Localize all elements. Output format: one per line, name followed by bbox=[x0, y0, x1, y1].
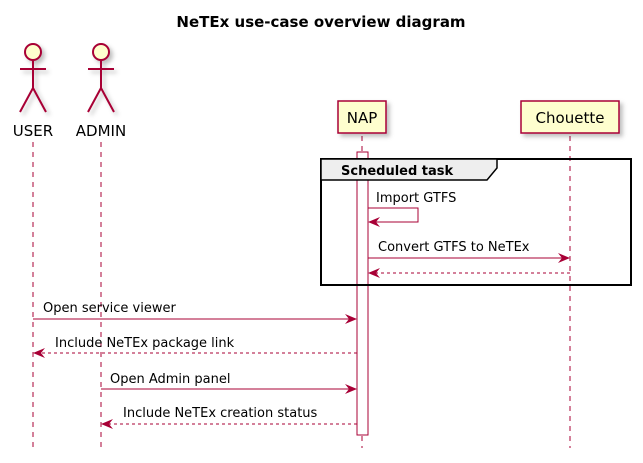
actor-user-head bbox=[24, 43, 42, 61]
message-label-convert-gtfs: Convert GTFS to NeTEx bbox=[378, 240, 530, 255]
actor-user bbox=[19, 43, 47, 113]
actor-admin bbox=[87, 43, 115, 113]
participant-chouette-label: Chouette bbox=[536, 109, 605, 127]
message-label-open-service-viewer: Open service viewer bbox=[43, 301, 176, 316]
participant-nap-label: NAP bbox=[347, 109, 378, 127]
message-label-include-creation-status: Include NeTEx creation status bbox=[123, 406, 318, 421]
group-label: Scheduled task bbox=[341, 164, 454, 179]
actor-admin-head bbox=[92, 43, 110, 61]
group-tab bbox=[320, 158, 498, 181]
message-label-import-gtfs: Import GTFS bbox=[376, 191, 456, 206]
diagram-title: NeTEx use-case overview diagram bbox=[176, 13, 465, 31]
message-label-include-package-link: Include NeTEx package link bbox=[55, 336, 235, 351]
actor-admin-label: ADMIN bbox=[76, 122, 126, 140]
message-label-open-admin-panel: Open Admin panel bbox=[110, 372, 231, 387]
participant-nap-box bbox=[337, 100, 387, 134]
message-arrow-import-gtfs bbox=[368, 207, 419, 227]
participant-chouette-box bbox=[520, 100, 620, 134]
actor-user-label: USER bbox=[13, 122, 53, 140]
nap-activation-bar bbox=[356, 151, 369, 436]
